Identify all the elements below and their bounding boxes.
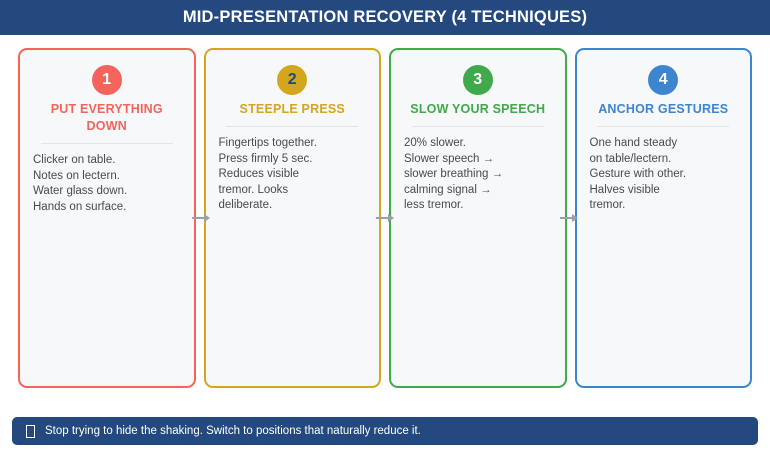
- technique-cards-row: 1 PUT EVERYTHING DOWN Clicker on table. …: [18, 48, 752, 388]
- technique-card-2[interactable]: 2 STEEPLE PRESS Fingertips together. Pre…: [203, 48, 381, 388]
- technique-card-4[interactable]: 4 ANCHOR GESTURES One hand steady on tab…: [574, 48, 752, 388]
- card-divider-3: [411, 126, 544, 127]
- card-divider-2: [226, 126, 359, 127]
- page-title: MID-PRESENTATION RECOVERY (4 TECHNIQUES): [182, 8, 588, 26]
- footer-callout-text: Stop trying to hide the shaking. Switch …: [45, 424, 421, 437]
- technique-card-1[interactable]: 1 PUT EVERYTHING DOWN Clicker on table. …: [18, 48, 196, 388]
- technique-body-2: Fingertips together. Press firmly 5 sec.…: [218, 137, 317, 212]
- header-bar: MID-PRESENTATION RECOVERY (4 TECHNIQUES): [0, 0, 770, 35]
- step-number-badge-3: 3: [462, 65, 493, 95]
- technique-title-3: SLOW YOUR SPEECH: [410, 102, 546, 116]
- step-number-badge-2: 2: [277, 65, 308, 95]
- card-divider-4: [597, 126, 730, 127]
- technique-body-3: 20% slower. Slower speech → slower breat…: [404, 137, 504, 212]
- step-number-badge-4: 4: [648, 65, 679, 95]
- technique-title-2: STEEPLE PRESS: [239, 102, 345, 116]
- technique-title-4: ANCHOR GESTURES: [598, 102, 729, 116]
- card-divider-1: [40, 143, 173, 144]
- technique-title-1: PUT EVERYTHING DOWN: [50, 102, 163, 133]
- technique-body-4: One hand steady on table/lectern. Gestur…: [589, 137, 687, 212]
- missing-glyph-box-icon: [26, 424, 35, 438]
- footer-callout-bar: Stop trying to hide the shaking. Switch …: [12, 417, 758, 445]
- technique-body-1: Clicker on table. Notes on lectern. Wate…: [33, 154, 128, 213]
- step-number-badge-1: 1: [91, 65, 122, 95]
- technique-card-3[interactable]: 3 SLOW YOUR SPEECH 20% slower. Slower sp…: [389, 48, 567, 388]
